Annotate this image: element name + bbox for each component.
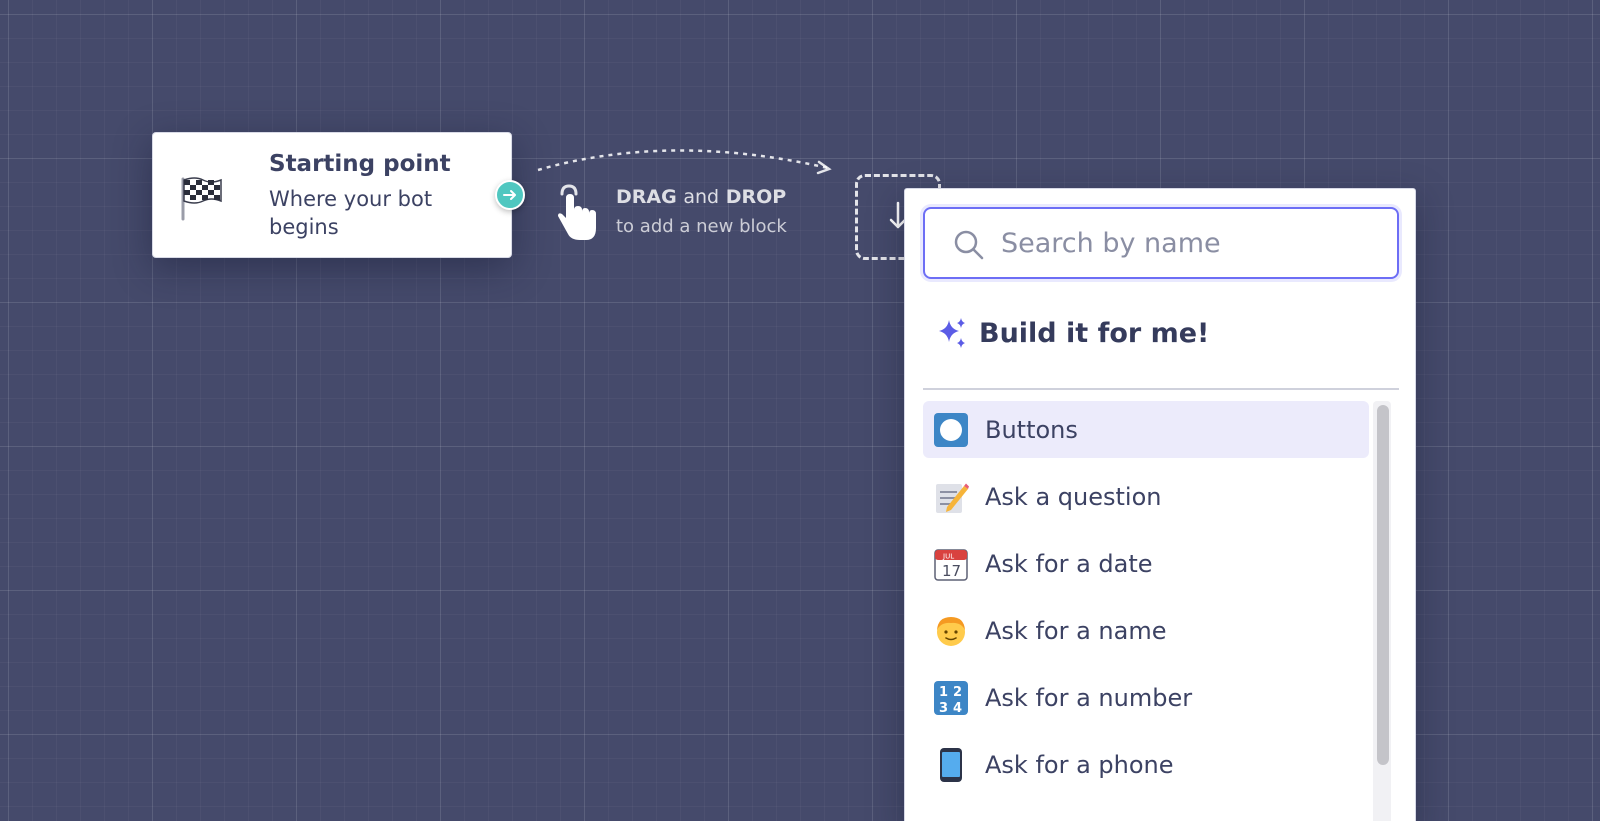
block-option-label: Ask for a number (985, 683, 1193, 712)
drag-drop-hint: DRAG and DROP to add a new block (616, 186, 787, 237)
build-it-for-me-label: Build it for me! (979, 317, 1210, 349)
hint-and: and (683, 186, 720, 208)
start-node-title: Starting point (269, 151, 451, 177)
memo-icon (936, 483, 969, 513)
block-option-label: Ask for a name (985, 616, 1167, 645)
block-option-ask-question[interactable]: Ask a question (923, 468, 1369, 525)
checkered-flag-icon (181, 177, 222, 221)
mobile-phone-icon (940, 747, 962, 782)
arrow-down-icon (889, 201, 907, 229)
scrollbar-thumb[interactable] (1377, 405, 1389, 765)
block-option-label: Ask for a date (985, 549, 1153, 578)
svg-text:3: 3 (939, 701, 948, 716)
starting-point-block[interactable]: Starting point Where your bot begins (152, 132, 512, 258)
block-option-ask-date[interactable]: JUL 17 Ask for a date (923, 535, 1369, 592)
block-option-ask-name[interactable]: Ask for a name (923, 602, 1369, 659)
build-it-for-me-button[interactable]: Build it for me! (935, 313, 1209, 353)
divider (923, 388, 1399, 390)
list-scrollbar[interactable] (1373, 401, 1391, 821)
radio-button-icon (934, 412, 968, 447)
block-option-buttons[interactable]: Buttons (923, 401, 1369, 458)
arrow-right-icon (503, 190, 516, 200)
block-option-ask-number[interactable]: 1 2 3 4 Ask for a number (923, 669, 1369, 726)
block-picker-panel: Build it for me! Buttons Ask a question (904, 188, 1416, 821)
search-box[interactable] (923, 207, 1399, 279)
svg-text:4: 4 (953, 701, 962, 716)
hand-pointer-icon (558, 184, 596, 240)
sparkle-icon (939, 318, 965, 348)
dashed-curve-arrow-icon (537, 149, 832, 175)
start-node-subtitle: Where your bot begins (269, 187, 433, 239)
hint-drag: DRAG (616, 186, 677, 208)
start-node-connector[interactable] (495, 180, 525, 210)
search-input[interactable] (1001, 221, 1381, 265)
svg-text:JUL: JUL (942, 552, 954, 560)
hint-subtext: to add a new block (616, 216, 787, 237)
block-option-label: Ask for a phone (985, 750, 1174, 779)
svg-text:17: 17 (942, 562, 961, 580)
svg-text:2: 2 (953, 685, 962, 700)
svg-text:1: 1 (939, 685, 948, 700)
block-type-list: Buttons Ask a question JUL 17 Ask for a … (923, 401, 1369, 803)
hint-drop: DROP (725, 186, 787, 208)
numbers-icon: 1 2 3 4 (934, 680, 968, 716)
block-option-label: Buttons (985, 415, 1078, 444)
block-option-ask-phone[interactable]: Ask for a phone (923, 736, 1369, 793)
person-icon (937, 616, 965, 646)
block-option-label: Ask a question (985, 482, 1162, 511)
calendar-icon: JUL 17 (934, 548, 968, 581)
search-icon (954, 230, 984, 260)
